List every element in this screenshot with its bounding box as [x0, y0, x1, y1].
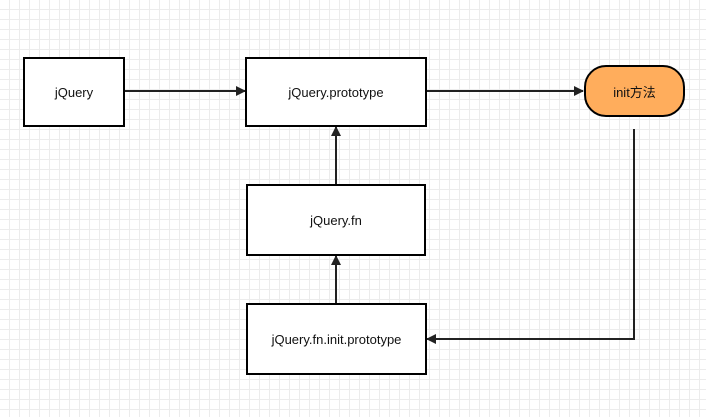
- edge-init-to-init-prototype: [426, 129, 635, 344]
- node-jquery-prototype[interactable]: jQuery.prototype: [245, 57, 427, 127]
- node-jquery-fn[interactable]: jQuery.fn: [246, 184, 426, 256]
- node-jquery[interactable]: jQuery: [23, 57, 125, 127]
- node-init-method[interactable]: init方法: [584, 65, 685, 117]
- node-jquery-prototype-label: jQuery.prototype: [288, 84, 384, 100]
- node-jquery-label: jQuery: [54, 84, 94, 100]
- node-init-method-label: init方法: [613, 84, 656, 100]
- node-jquery-fn-init-prototype-label: jQuery.fn.init.prototype: [271, 331, 402, 347]
- node-jquery-fn-label: jQuery.fn: [310, 212, 362, 228]
- node-jquery-fn-init-prototype[interactable]: jQuery.fn.init.prototype: [246, 303, 427, 375]
